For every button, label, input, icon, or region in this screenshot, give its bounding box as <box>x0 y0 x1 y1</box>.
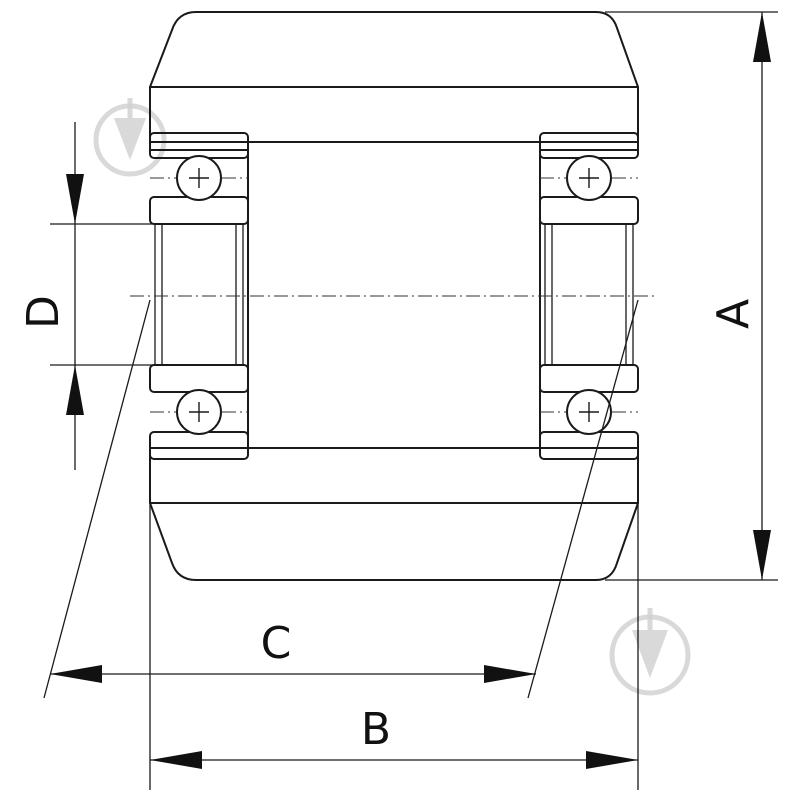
dimension-c-label: C <box>261 618 292 669</box>
dimension-a: A <box>605 11 778 581</box>
dimension-b: B <box>149 503 639 790</box>
dimension-d-label: D <box>18 295 69 329</box>
dimension-a-label: A <box>708 299 759 329</box>
dimension-b-label: B <box>361 704 391 755</box>
watermark-bottom-right <box>609 608 691 696</box>
hub-section <box>149 86 639 504</box>
bore-opening <box>247 141 541 449</box>
dimension-c: C <box>43 299 639 699</box>
bearing-balls <box>150 155 638 435</box>
watermark-top-left <box>93 98 167 177</box>
dimension-d: D <box>18 122 155 470</box>
tyre-section <box>149 11 639 581</box>
left-bearing <box>149 132 249 460</box>
